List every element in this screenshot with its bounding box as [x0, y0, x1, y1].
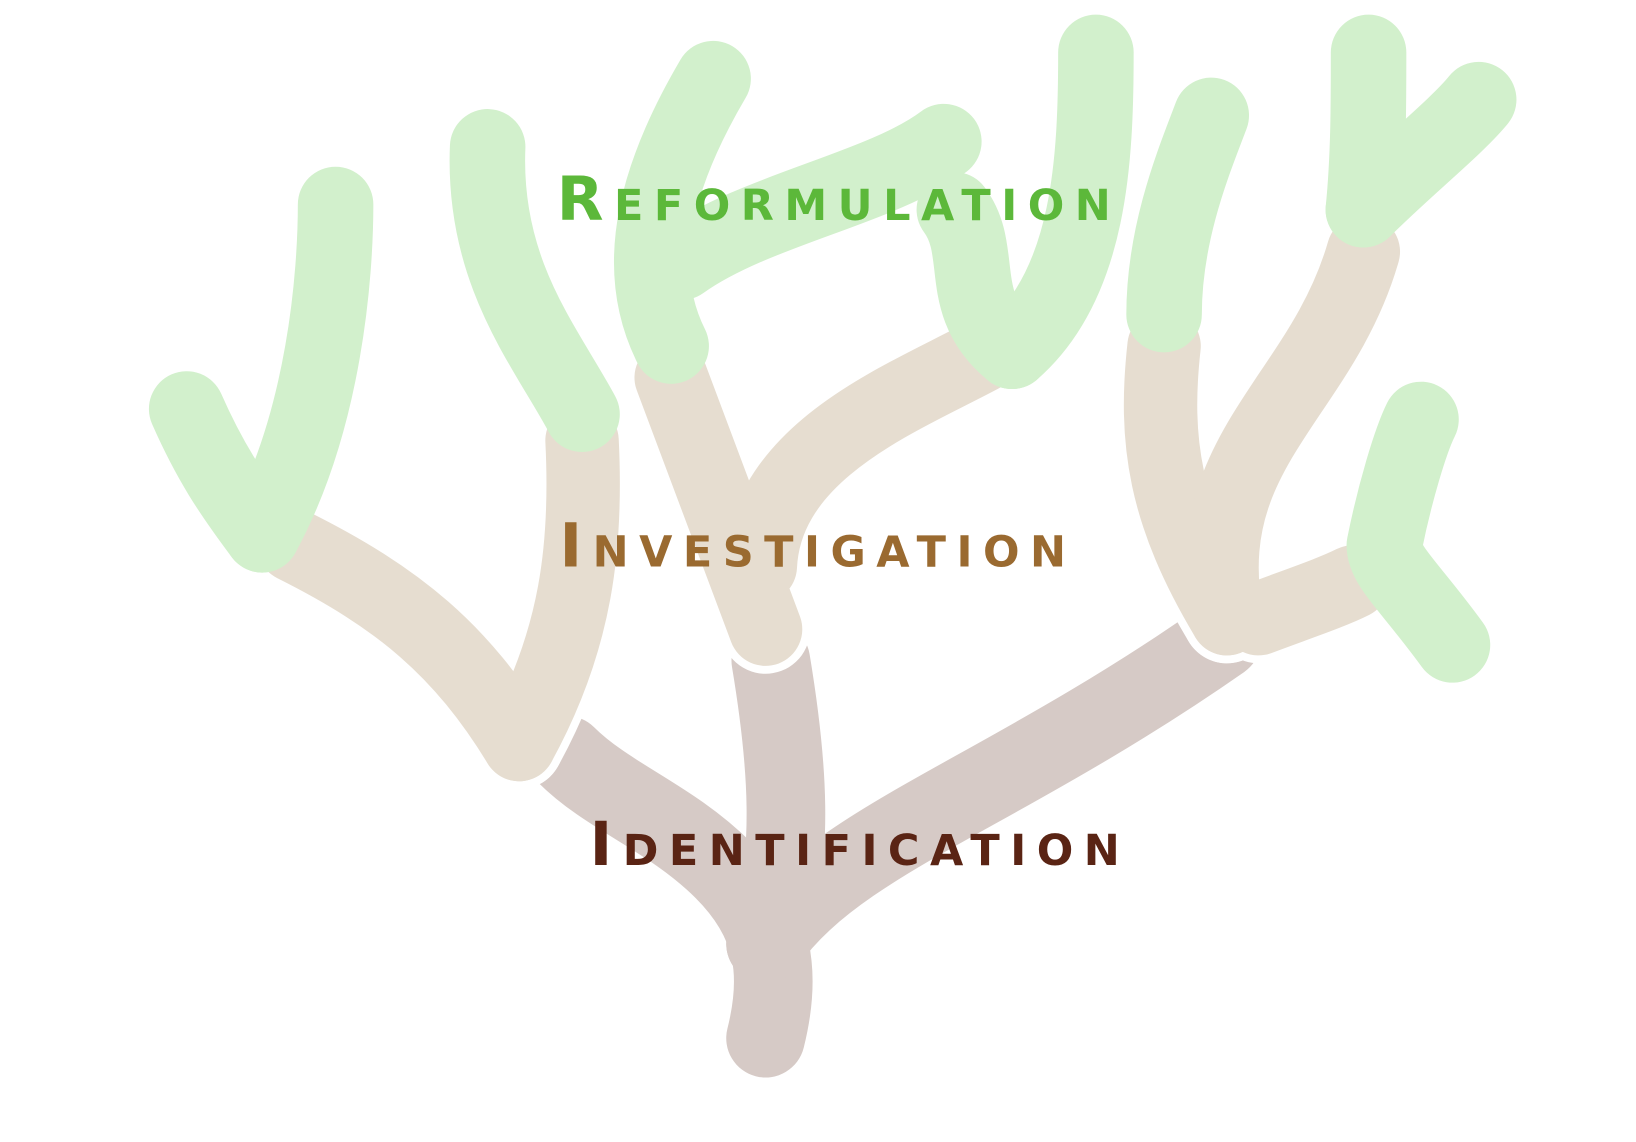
label-investigation: Investigation [559, 511, 1076, 581]
branches-investigation [249, 207, 1408, 790]
branches-reformulation [148, 14, 1517, 683]
label-reformulation: Reformulation [557, 165, 1122, 235]
label-identification: Identification [590, 810, 1131, 880]
trunk-identification [519, 592, 1269, 1086]
